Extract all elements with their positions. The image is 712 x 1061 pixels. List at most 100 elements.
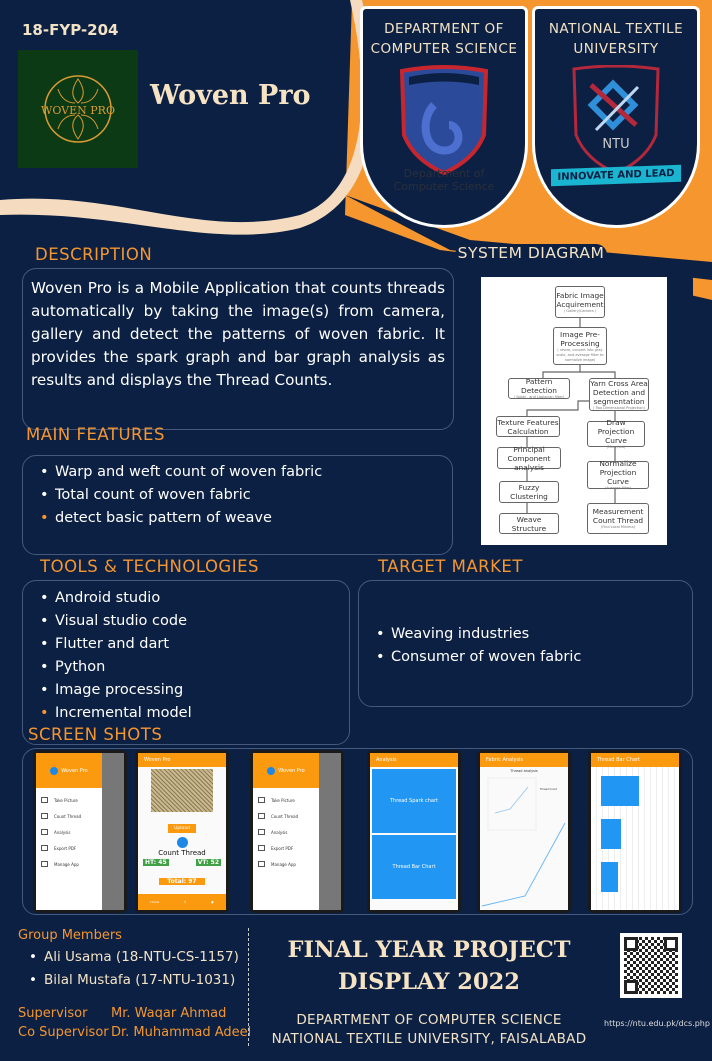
app-name: Woven Pro — [61, 767, 88, 774]
node-note: (Average filter) — [604, 486, 632, 490]
ntu-ribbon: INNOVATE AND LEAD — [551, 164, 681, 187]
feature-item: detect basic pattern of weave — [23, 507, 452, 530]
institution: DEPARTMENT OF COMPUTER SCIENCE NATIONAL T… — [258, 1011, 600, 1049]
node-weave-structure: Weave Structure — [499, 513, 559, 534]
supervisor-label: Supervisor — [18, 1006, 88, 1021]
app-logo-icon — [50, 766, 59, 775]
chart-legend: Thread Count — [540, 788, 557, 791]
market-item: Weaving industries — [359, 623, 692, 646]
tool-item: Incremental model — [23, 702, 349, 725]
university-name: NATIONAL TEXTILE UNIVERSITY, FAISALABAD — [271, 1031, 587, 1047]
node-note: (Mean/std) — [606, 445, 626, 449]
app-bar: Analysis — [370, 753, 458, 767]
target-market-heading: TARGET MARKET — [378, 557, 523, 576]
department-name: DEPARTMENT OF COMPUTER SCIENCE — [296, 1012, 562, 1028]
app-bar-title: Thread Bar Chart — [597, 757, 640, 763]
menu-item: Manage App — [253, 856, 319, 872]
screenshot-bar-chart: Thread Bar Chart — [588, 750, 682, 913]
bottom-nav: Home⚲● — [138, 894, 226, 910]
node-title: Measurement Count Thread — [592, 507, 644, 525]
app-bar: Woven Pro — [138, 753, 226, 767]
menu-item: Count Thread — [36, 808, 102, 824]
target-market-box: Weaving industriesConsumer of woven fabr… — [358, 580, 693, 707]
website-url[interactable]: https://ntu.edu.pk/dcs.php — [604, 1019, 710, 1028]
node-title: Fabric Image Acquirement — [556, 290, 604, 309]
app-logo-icon — [267, 766, 276, 775]
ntu-emblem-icon: NTU — [566, 64, 666, 175]
project-title: Woven Pro — [150, 80, 311, 111]
divider — [248, 928, 249, 1046]
description-text: Woven Pro is a Mobile Application that c… — [22, 268, 454, 430]
screenshots-box — [22, 748, 693, 915]
woven-pro-logo: WOVEN PRO — [18, 50, 138, 168]
flow-arrows — [526, 317, 616, 513]
main-features-box: Warp and weft count of woven fabricTotal… — [22, 455, 453, 555]
node-pca: Principal Component analysis — [497, 444, 561, 472]
tool-item: Image processing — [23, 679, 349, 702]
ntu-shield: NATIONAL TEXTILE UNIVERSITY NTU INNOVATE… — [532, 6, 700, 228]
menu-item: Export PDF — [36, 840, 102, 856]
menu-item: Manage App — [36, 856, 102, 872]
node-measurement: Measurement Count Thread(Find Local Mini… — [587, 503, 649, 534]
node-note: (Find Local Minima) — [601, 525, 635, 529]
total-value: Total: 97 — [159, 878, 205, 885]
dcs-shield: DEPARTMENT OF COMPUTER SCIENCE Departmen… — [360, 6, 528, 228]
menu-item: Analysis — [36, 824, 102, 840]
members-heading: Group Members — [18, 928, 122, 943]
ntu-initials: NTU — [602, 137, 630, 152]
node-note: ( resize, convert into gray scale, and a… — [556, 347, 604, 362]
node-pattern-detection: Pattern Detection( Sobel , and Laplacian… — [508, 377, 570, 399]
ntu-heading-line2: UNIVERSITY — [573, 41, 659, 57]
node-yarn-cross: Yarn Cross Area Detection and segmentati… — [589, 378, 649, 411]
node-title: Normalize Projection Curve — [599, 459, 637, 486]
system-diagram-heading: SYSTEM DIAGRAM — [455, 244, 607, 266]
app-bar-title: Analysis — [376, 757, 397, 763]
node-title: Fuzzy Clustering — [510, 483, 548, 501]
supervisor-name: Mr. Waqar Ahmad — [111, 1006, 227, 1021]
dcs-heading-line2: COMPUTER SCIENCE — [370, 41, 518, 57]
system-diagram: Fabric Image Acquirement( Gallery/Camera… — [481, 277, 667, 545]
tool-item: Python — [23, 656, 349, 679]
feature-item: Total count of woven fabric — [23, 484, 452, 507]
screenshot-fabric-analysis: Fabric Analysis Thread analysis Thread C… — [477, 750, 571, 913]
menu-item: Take Picture — [36, 792, 102, 808]
node-title: Principal Component analysis — [507, 444, 551, 472]
app-bar-title: Fabric Analysis — [486, 757, 524, 763]
ntu-heading-line1: NATIONAL TEXTILE — [548, 21, 684, 37]
line-chart — [481, 777, 566, 907]
profile-icon: ● — [210, 900, 214, 904]
spark-chart-button: Thread Spark chart — [372, 769, 456, 833]
app-name: Woven Pro — [278, 767, 305, 774]
bar-ht — [601, 862, 618, 892]
node-pre-processing: Image Pre-Processing( resize, convert in… — [553, 327, 607, 365]
app-bar-title: Woven Pro — [144, 757, 171, 763]
vt-value: VT: 52 — [195, 859, 221, 866]
dcs-heading-line1: DEPARTMENT OF — [384, 21, 504, 37]
node-title: Pattern Detection — [521, 377, 557, 395]
node-title: Draw Projection Curve — [597, 418, 635, 445]
node-texture-features: Texture Features Calculation — [496, 416, 560, 437]
tool-item: Flutter and dart — [23, 633, 349, 656]
app-bar: Thread Bar Chart — [591, 753, 679, 767]
node-title: Yarn Cross Area Detection and segmentati… — [590, 378, 648, 406]
dcs-emblem-icon — [399, 65, 489, 176]
node-note: ( Sobel , and Laplacian filter) — [513, 395, 565, 399]
menu-item: Analysis — [253, 824, 319, 840]
node-note: ( Gallery/Camera ) — [563, 308, 597, 313]
co-supervisor-label: Co Supervisor — [18, 1025, 109, 1040]
main-features-heading: MAIN FEATURES — [26, 425, 165, 444]
app-bar: Fabric Analysis — [480, 753, 568, 767]
project-id: 18-FYP-204 — [22, 21, 119, 39]
ht-value: HT: 45 — [143, 859, 169, 866]
menu-item: Export PDF — [253, 840, 319, 856]
upload-button: Upload — [168, 824, 196, 833]
qr-code-icon[interactable] — [620, 933, 682, 998]
member-item: Ali Usama (18-NTU-CS-1157) — [12, 946, 239, 969]
menu-item: Take Picture — [253, 792, 319, 808]
bar-vt — [601, 819, 621, 849]
search-icon: ⚲ — [184, 900, 187, 904]
